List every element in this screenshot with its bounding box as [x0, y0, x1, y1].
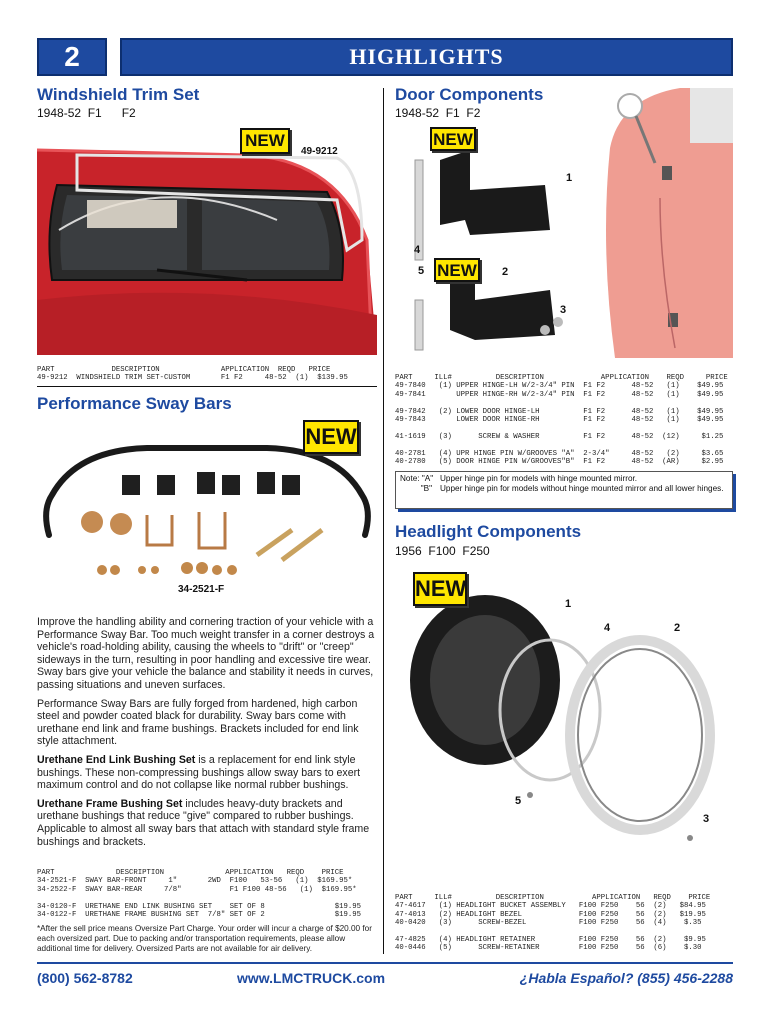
- bold-term: Urethane Frame Bushing Set: [37, 797, 183, 810]
- callout-1: 1: [565, 598, 572, 610]
- note-b: "B" Upper hinge pin for models without hi…: [400, 484, 728, 494]
- callout-2: 2: [674, 622, 681, 634]
- note-a-key: Note: "A": [400, 474, 434, 483]
- callout-5: 5: [418, 265, 425, 277]
- door-subtitle: 1948-52 F1 F2: [395, 106, 481, 120]
- part-label: 34-2521-F: [178, 584, 225, 595]
- footer-rule: [37, 962, 733, 964]
- sway-bar-parts-table: PART DESCRIPTION APPLICATION REQD PRICE …: [37, 869, 362, 920]
- note-b-text: Upper hinge pin for models without hinge…: [440, 484, 724, 493]
- footer: (800) 562-8782 www.LMCTRUCK.com ¿Habla E…: [37, 964, 733, 992]
- paragraph: Urethane Frame Bushing Set includes heav…: [37, 798, 377, 848]
- headlight-subtitle: 1956 F100 F250: [395, 544, 490, 558]
- page-number: 2: [37, 38, 107, 76]
- callout-1: 1: [566, 172, 573, 184]
- paragraph: Performance Sway Bars are fully forged f…: [37, 697, 359, 748]
- headlight-image: [400, 570, 733, 870]
- page-title: HIGHLIGHTS: [120, 38, 733, 76]
- paragraph-text: is a replacement for end link style bush…: [37, 753, 361, 792]
- windshield-subtitle: 1948-52 F1 F2: [37, 106, 136, 120]
- paragraph-text: includes heavy-duty brackets and urethan…: [37, 797, 370, 848]
- door-truck-image: [600, 88, 733, 358]
- windshield-parts-table: PART DESCRIPTION APPLICATION REQD PRICE …: [37, 366, 348, 383]
- callout-3: 3: [703, 813, 710, 825]
- new-badge: NEW: [434, 258, 480, 282]
- new-badge: NEW: [240, 128, 290, 154]
- headlight-title: Headlight Components: [395, 522, 582, 541]
- callout-2: 2: [502, 266, 509, 278]
- section-divider: [37, 386, 377, 387]
- paragraph: Improve the handling ability and corneri…: [37, 616, 375, 691]
- new-badge: NEW: [413, 572, 467, 606]
- door-note-box: Note: "A" Upper hinge pin for models with…: [395, 471, 733, 509]
- paragraph: Urethane End Link Bushing Set is a repla…: [37, 754, 377, 792]
- column-divider: [383, 88, 384, 954]
- note-a-text: Upper hinge pin for models with hinge mo…: [440, 474, 638, 483]
- door-title: Door Components: [395, 85, 544, 104]
- headlight-parts-table: PART ILL# DESCRIPTION APPLICATION REQD P…: [395, 894, 711, 953]
- bold-term: Urethane End Link Bushing Set: [37, 753, 196, 766]
- footer-website[interactable]: www.LMCTRUCK.com: [237, 970, 386, 986]
- door-parts-table: PART ILL# DESCRIPTION APPLICATION REQD P…: [395, 374, 728, 467]
- footer-spanish-line: ¿Habla Español? (855) 456-2288: [519, 970, 733, 986]
- door-hinge-image: [400, 140, 600, 355]
- sway-bars-title: Performance Sway Bars: [37, 394, 232, 413]
- callout-3: 3: [560, 304, 567, 316]
- new-badge: NEW: [303, 420, 359, 454]
- callout-4: 4: [604, 622, 611, 634]
- note-b-key: "B": [420, 484, 432, 493]
- windshield-image: [36, 130, 377, 356]
- callout-4: 4: [414, 244, 421, 256]
- note-a: Note: "A" Upper hinge pin for models with…: [400, 474, 728, 484]
- sway-bar-description: Improve the handling ability and corneri…: [37, 616, 377, 854]
- sway-bar-image: [37, 420, 377, 600]
- windshield-title: Windshield Trim Set: [37, 85, 200, 104]
- part-label: 49-9212: [301, 146, 338, 157]
- new-badge: NEW: [430, 127, 476, 151]
- callout-5: 5: [515, 795, 522, 807]
- oversize-note: *After the sell price means Oversize Par…: [37, 924, 372, 953]
- footer-phone: (800) 562-8782: [37, 970, 133, 986]
